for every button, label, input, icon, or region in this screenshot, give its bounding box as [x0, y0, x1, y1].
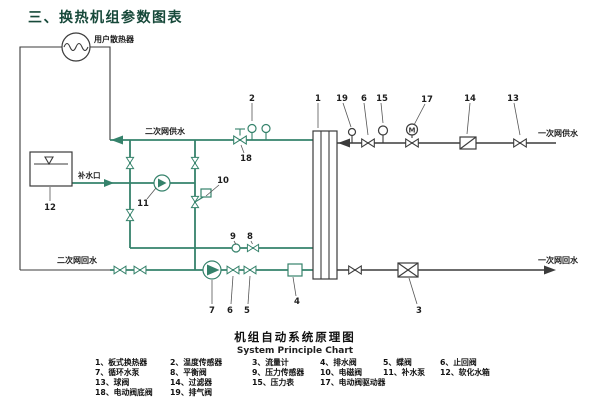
ball-valve-symbol [513, 138, 527, 148]
valve-symbol [125, 208, 135, 222]
legend-item: 7、循环水泵 [95, 368, 140, 377]
valve-symbol [113, 265, 127, 275]
page-title: 三、换热机组参数图表 [28, 10, 183, 26]
water-tank-symbol [29, 151, 73, 187]
callout-18: 18 [240, 154, 252, 164]
label-makeup-port: 补水口 [77, 170, 101, 180]
makeup-pump-symbol [153, 174, 171, 192]
legend-item: 19、排气阀 [170, 388, 213, 397]
filter-symbol [459, 136, 477, 150]
flow-arrow-makeup [104, 179, 114, 187]
motor-valve-symbol: M [405, 123, 419, 148]
legend-row-4: 18、电动阀底阀 19、排气阀 [95, 388, 520, 398]
check-valve-symbol [361, 138, 375, 148]
callout-3: 3 [416, 306, 422, 316]
legend-item: 8、平衡阀 [170, 368, 207, 377]
motor-label: M [409, 127, 416, 135]
exhaust-valve-symbol [347, 127, 357, 143]
legend-item: 1、板式换热器 [95, 358, 148, 367]
legend-item: 14、过滤器 [170, 378, 213, 387]
flow-arrow-primary-supply [338, 138, 350, 148]
user-loop-pipe-left [19, 46, 62, 270]
diagram-title-cn: 机组自动系统原理图 [234, 330, 356, 344]
circulation-pump-symbol [202, 260, 222, 280]
label-secondary-return: 二次网回水 [57, 255, 98, 265]
pressure-sensor-symbol [231, 243, 241, 253]
callout-6-top: 6 [361, 94, 367, 104]
legend-item: 6、止回阀 [440, 358, 477, 367]
label-secondary-supply: 二次网供水 [145, 126, 186, 136]
callout-1: 1 [315, 94, 321, 104]
legend-item: 11、补水泵 [383, 368, 426, 377]
valve-symbol [133, 265, 147, 275]
callout-7: 7 [209, 306, 215, 316]
callout-12: 12 [44, 203, 56, 213]
drain-valve-symbol [287, 263, 303, 277]
pressure-gauge-symbol [377, 125, 389, 143]
legend-item: 17、电动阀驱动器 [320, 378, 386, 387]
temperature-sensor-symbol [247, 123, 271, 140]
user-loop-pipe-right [90, 46, 111, 140]
callout-6-bottom: 6 [227, 306, 233, 316]
callout-17: 17 [421, 95, 433, 105]
balance-valve-symbol [246, 243, 260, 253]
label-primary-return: 一次网回水 [538, 255, 579, 265]
callout-9: 9 [230, 232, 236, 242]
flow-meter-symbol [397, 262, 419, 278]
callout-4: 4 [294, 297, 300, 307]
callout-10: 10 [217, 176, 229, 186]
valve-symbol [190, 156, 200, 170]
solenoid-valve-symbol [190, 188, 212, 209]
legend-item: 13、球阀 [95, 378, 130, 387]
legend-item: 9、压力传感器 [252, 368, 305, 377]
label-primary-supply: 一次网供水 [538, 128, 579, 138]
callout-8: 8 [247, 232, 253, 242]
callout-15: 15 [376, 94, 388, 104]
callout-13: 13 [507, 94, 519, 104]
legend-item: 10、电磁阀 [320, 368, 363, 377]
diagram-title-en: System Principle Chart [236, 346, 354, 356]
callout-leaders [49, 102, 521, 305]
callout-11: 11 [137, 199, 149, 209]
legend-item: 2、温度传感器 [170, 358, 223, 367]
butterfly-valve-symbol [243, 265, 257, 275]
callout-19: 19 [336, 94, 348, 104]
flow-arrow-primary-return [544, 265, 556, 275]
flow-arrow-secondary-supply [111, 135, 123, 145]
legend-row-2: 7、循环水泵 8、平衡阀 9、压力传感器 10、电磁阀 11、补水泵 12、软化… [95, 368, 520, 378]
legend: 1、板式换热器 2、温度传感器 3、流量计 4、排水阀 5、蝶阀 6、止回阀 7… [95, 358, 520, 398]
electric-valve-symbol [233, 128, 247, 145]
callout-14: 14 [464, 94, 476, 104]
legend-item: 12、软化水箱 [440, 368, 490, 377]
check-valve-symbol [226, 265, 240, 275]
callout-2: 2 [249, 94, 255, 104]
label-radiator: 用户散热器 [93, 34, 135, 44]
valve-symbol [125, 156, 135, 170]
callout-5: 5 [244, 306, 250, 316]
legend-row-1: 1、板式换热器 2、温度传感器 3、流量计 4、排水阀 5、蝶阀 6、止回阀 [95, 358, 520, 368]
legend-item: 5、蝶阀 [383, 358, 412, 367]
heat-exchanger-symbol [312, 130, 338, 280]
legend-item: 18、电动阀底阀 [95, 388, 153, 397]
radiator-symbol [61, 32, 91, 62]
legend-item: 15、压力表 [252, 378, 295, 387]
valve-symbol [348, 265, 362, 275]
legend-row-3: 13、球阀 14、过滤器 15、压力表 17、电动阀驱动器 [95, 378, 520, 388]
legend-item: 4、排水阀 [320, 358, 357, 367]
legend-item: 3、流量计 [252, 358, 289, 367]
